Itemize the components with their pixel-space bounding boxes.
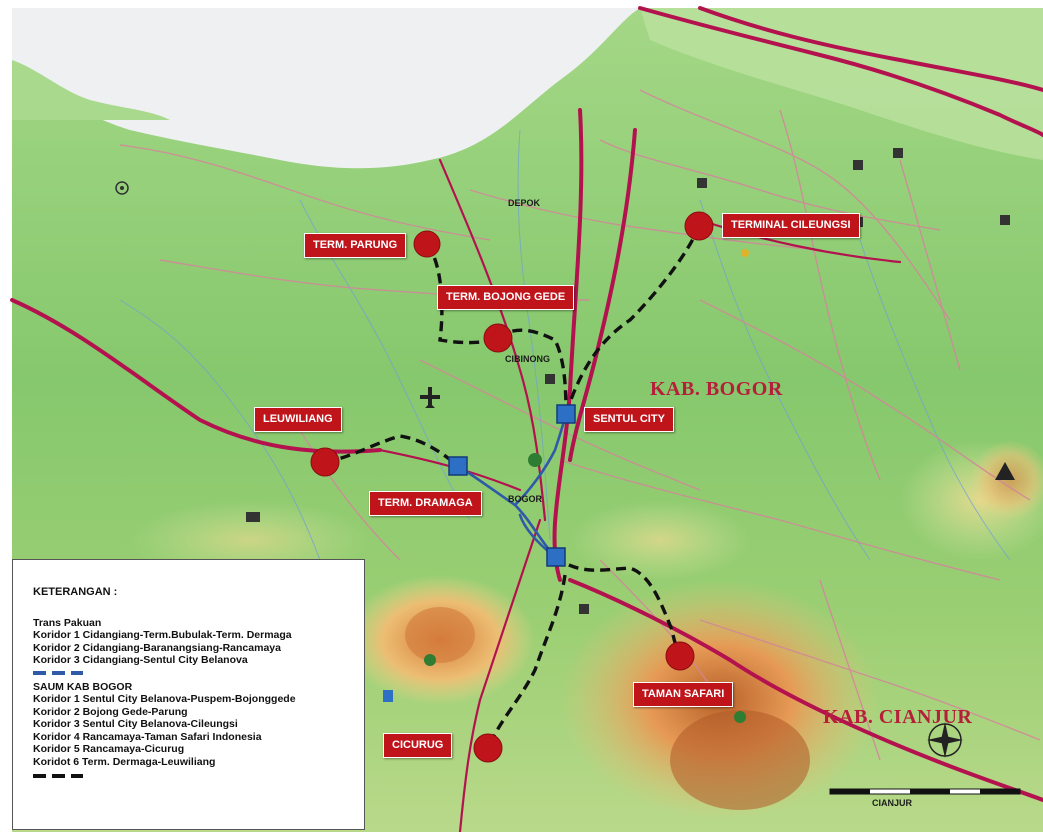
rivers <box>119 129 1011 561</box>
station-sentul-city[interactable] <box>556 404 576 424</box>
label-term-parung[interactable]: TERM. PARUNG <box>304 233 407 258</box>
place-label-depok: DEPOK <box>508 198 541 208</box>
label-taman-safari[interactable]: TAMAN SAFARI <box>633 682 734 707</box>
compass-rose-icon <box>927 722 963 758</box>
legend-item: Koridor 1 Sentul City Belanova-Puspem-Bo… <box>33 693 296 705</box>
hill-central <box>570 500 750 580</box>
legend-heading-saum: SAUM KAB BOGOR <box>33 680 133 693</box>
legend-swatch-trans-pakuan <box>33 670 83 675</box>
legend-swatch-saum <box>33 774 83 778</box>
coastal-land <box>12 60 170 120</box>
legend-item: Koridor 3 Sentul City Belanova-Cileungsi <box>33 718 238 730</box>
mountain-salak-peak <box>405 607 475 663</box>
route-markers <box>310 211 714 763</box>
place-label-cianjur: CIANJUR <box>872 798 913 808</box>
marker-cicurug[interactable] <box>473 733 503 763</box>
marker-term-parung[interactable] <box>413 230 441 258</box>
label-terminal-cileungsi[interactable]: TERMINAL CILEUNGSI <box>722 213 860 238</box>
airport-icon <box>420 387 440 408</box>
label-term-bojong-gede[interactable]: TERM. BOJONG GEDE <box>437 285 575 310</box>
scale-bar <box>829 788 1021 795</box>
legend-item: Koridor 3 Cidangiang-Sentul City Belanov… <box>33 654 248 666</box>
label-sentul-city[interactable]: SENTUL CITY <box>584 407 674 432</box>
label-cicurug[interactable]: CICURUG <box>383 733 453 758</box>
label-leuwiliang[interactable]: LEUWILIANG <box>254 407 342 432</box>
place-label-cibinong: CIBINONG <box>505 354 550 364</box>
minor-roads <box>119 89 1041 761</box>
legend-item: Koridor 2 Cidangiang-Baranangsiang-Ranca… <box>33 641 281 654</box>
region-label-kab-cianjur: KAB. CIANJUR <box>823 706 973 728</box>
volcano-icon <box>995 462 1015 480</box>
legend-heading-trans-pakuan: Trans Pakuan <box>33 616 102 629</box>
label-term-dramaga[interactable]: TERM. DRAMAGA <box>369 491 482 516</box>
legend-title: KETERANGAN : <box>33 586 118 598</box>
station-rancamaya[interactable] <box>546 547 566 567</box>
map-legend: KETERANGAN : Trans Pakuan Koridor 1 Cida… <box>12 559 365 830</box>
legend-item: Koridot 6 Term. Dermaga-Leuwiliang <box>33 755 216 768</box>
mountain-pangrango-peak <box>670 710 810 810</box>
marker-terminal-cileungsi[interactable] <box>684 211 714 241</box>
saum-routes <box>324 225 701 749</box>
marker-taman-safari[interactable] <box>665 641 695 671</box>
marker-leuwiliang[interactable] <box>310 447 340 477</box>
station-markers <box>448 404 576 567</box>
legend-item: Koridor 2 Bojong Gede-Parung <box>33 705 188 718</box>
lowland-north <box>640 8 1043 160</box>
place-label-bogor: BOGOR <box>508 494 543 504</box>
region-label-kab-bogor: KAB. BOGOR <box>650 378 783 400</box>
legend-item: Koridor 4 Rancamaya-Taman Safari Indones… <box>33 730 262 743</box>
marker-term-bojong-gede[interactable] <box>483 323 513 353</box>
legend-item: Koridor 5 Rancamaya-Cicurug <box>33 743 185 755</box>
legend-item: Koridor 1 Cidangiang-Term.Bubulak-Term. … <box>33 629 292 641</box>
station-term-dramaga[interactable] <box>448 456 468 476</box>
